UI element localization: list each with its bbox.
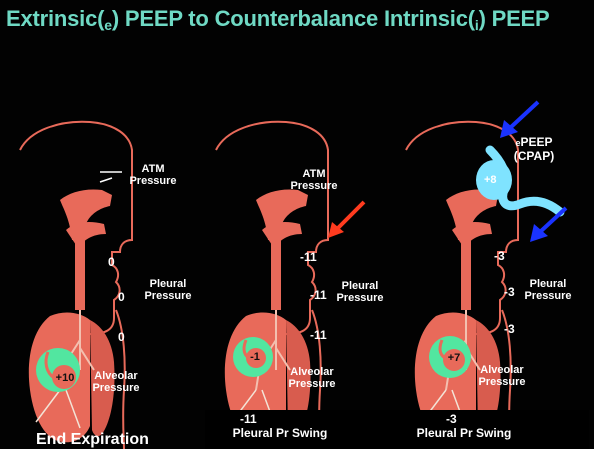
figure-panel-1: [20, 122, 132, 449]
pleural-value-2-panel-2: -11: [310, 288, 327, 302]
pleural-swing-value-panel-3: -3: [394, 412, 534, 426]
epeep-cpap-label: ePEEP(CPAP): [508, 136, 560, 163]
atm-pointer-panel-1: [100, 172, 122, 182]
pleural-value-3-panel-2: -11: [310, 328, 327, 342]
alveolar-pressure-label-panel-3: Alveolar Pressure: [474, 364, 530, 388]
epeep-label: PEEP: [521, 135, 553, 149]
cpap-pressure-value: +8: [484, 174, 497, 186]
pleural-value-1-panel-1: 0: [108, 255, 115, 269]
alveolar-value-panel-3: +7: [441, 352, 467, 364]
pleural-pressure-label-panel-2: Pleural Pressure: [332, 280, 388, 304]
alveolar-value-panel-1: +10: [52, 372, 78, 384]
blue-arrow-chest: [530, 208, 566, 242]
pleural-value-2-panel-1: 0: [118, 290, 125, 304]
cpap-label: (CPAP): [514, 149, 554, 163]
pleural-swing-panel-2: -11 Pleural Pr Swing: [210, 412, 350, 440]
atm-pressure-label-panel-2: ATM Pressure: [290, 168, 338, 192]
pleural-value-1-panel-3: -3: [494, 249, 505, 263]
pleural-swing-label-panel-3: Pleural Pr Swing: [394, 426, 534, 440]
pleural-pressure-label-panel-3: Pleural Pressure: [520, 278, 576, 302]
alveolus-panel-1: [36, 348, 80, 392]
alveolar-pressure-label-panel-2: Alveolar Pressure: [284, 366, 340, 390]
pleural-value-1-panel-2: -11: [300, 250, 317, 264]
blue-arrow-cpap: [500, 102, 538, 138]
pleural-pressure-label-panel-1: Pleural Pressure: [140, 278, 196, 302]
pleural-value-2-panel-3: -3: [504, 285, 515, 299]
pleural-value-3-panel-3: -3: [504, 322, 515, 336]
alveolar-value-panel-2: -1: [242, 351, 268, 363]
alveolar-pressure-label-panel-1: Alveolar Pressure: [88, 370, 144, 394]
end-expiration-caption: End Expiration: [36, 431, 149, 449]
pleural-value-3-panel-1: 0: [118, 330, 125, 344]
red-arrow-panel-2: [328, 202, 364, 238]
atm-pressure-label-panel-1: ATM Pressure: [128, 163, 178, 187]
pleural-swing-label-panel-2: Pleural Pr Swing: [210, 426, 350, 440]
pleural-swing-value-panel-2: -11: [210, 412, 350, 426]
pleural-swing-panel-3: -3 Pleural Pr Swing: [394, 412, 534, 440]
